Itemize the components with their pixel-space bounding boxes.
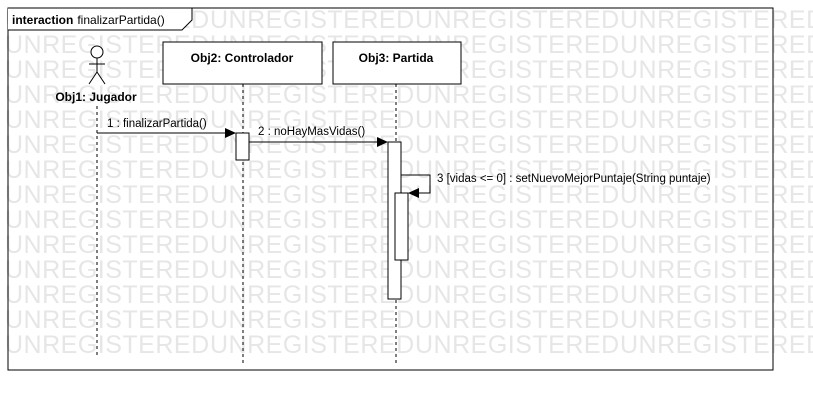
watermark-text: UNREGISTERED — [5, 181, 210, 209]
watermark-text: UNREGISTERED — [5, 106, 210, 134]
watermark-text: UNREGISTERED — [415, 81, 620, 109]
watermark-text: UNREGISTERED — [5, 131, 210, 159]
watermark-text: UNREGISTERED — [620, 181, 813, 209]
watermark-text: UNREGISTERED — [5, 306, 210, 334]
frame-tab — [8, 7, 193, 31]
message-1[interactable]: 1 : finalizarPartida() — [97, 118, 236, 138]
object-partida-label: Obj3: Partida — [359, 51, 434, 65]
object-controlador-label: Obj2: Controlador — [191, 51, 294, 65]
watermark-text: UNREGISTERED — [620, 31, 813, 59]
watermark-text: UNREGISTERED — [415, 231, 620, 259]
watermark-text: UNREGISTERED — [5, 281, 210, 309]
watermark-text: UNREGISTERED — [210, 181, 415, 209]
watermark-text: UNREGISTERED — [210, 6, 415, 34]
watermark-text: UNREGISTERED — [210, 156, 415, 184]
watermark-text: UNREGISTERED — [620, 81, 813, 109]
object-partida[interactable] — [332, 41, 462, 85]
watermark-text: UNREGISTERED — [620, 131, 813, 159]
watermark-text: UNREGISTERED — [415, 306, 620, 334]
watermark-text: UNREGISTERED — [415, 281, 620, 309]
watermark-text: UNREGISTERED — [620, 6, 813, 34]
watermark-text: UNREGISTERED — [5, 331, 210, 359]
actor-jugador[interactable]: Obj1: Jugador — [55, 45, 137, 104]
message-2[interactable]: 2 : noHayMasVidas() — [249, 126, 388, 147]
message-3-label: 3 [vidas <= 0] : setNuevoMejorPuntaje(St… — [437, 173, 711, 185]
actor-left-leg — [88, 71, 98, 85]
activation-partida-nested — [394, 192, 409, 261]
watermark-text: UNREGISTERED — [210, 281, 415, 309]
watermark-text: UNREGISTERED — [210, 256, 415, 284]
watermark-text: UNREGISTERED — [210, 206, 415, 234]
watermark-text: UNREGISTERED — [620, 206, 813, 234]
message-1-arrowhead — [225, 128, 236, 138]
watermark-text: UNREGISTERED — [620, 231, 813, 259]
watermark-text: UNREGISTERED — [415, 156, 620, 184]
watermark-text: UNREGISTERED — [415, 106, 620, 134]
watermark-text: UNREGISTERED — [210, 306, 415, 334]
watermark-text: UNREGISTERED — [5, 81, 210, 109]
watermark-text: UNREGISTERED — [415, 131, 620, 159]
watermark-text: UNREGISTERED — [5, 156, 210, 184]
actor-label: Obj1: Jugador — [55, 90, 137, 104]
activation-controlador — [235, 132, 250, 161]
watermark-text: UNREGISTERED — [415, 256, 620, 284]
watermark-text: UNREGISTERED — [210, 231, 415, 259]
message-3-line — [401, 174, 431, 194]
watermark-text: UNREGISTERED — [415, 331, 620, 359]
watermark-text: UNREGISTERED — [620, 256, 813, 284]
actor-head — [90, 45, 104, 59]
watermark-text: UNREGISTERED — [415, 6, 620, 34]
message-1-label: 1 : finalizarPartida() — [107, 118, 207, 130]
watermark-text: UNREGISTERED — [5, 256, 210, 284]
message-2-label: 2 : noHayMasVidas() — [258, 126, 365, 138]
watermark-text: UNREGISTERED — [5, 231, 210, 259]
message-2-arrowhead — [377, 137, 388, 147]
interaction-frame — [7, 7, 774, 371]
watermark-text: UNREGISTERED — [415, 206, 620, 234]
watermark-text: UNREGISTERED — [5, 206, 210, 234]
message-3[interactable]: 3 [vidas <= 0] : setNuevoMejorPuntaje(St… — [401, 173, 711, 198]
message-3-arrowhead — [408, 188, 419, 198]
watermark-text: UNREGISTERED — [620, 156, 813, 184]
watermark-text: UNREGISTERED — [620, 56, 813, 84]
watermark-text: UNREGISTERED — [620, 306, 813, 334]
watermark-text: UNREGISTERED — [210, 106, 415, 134]
actor-right-leg — [96, 71, 106, 85]
watermark-text: UNREGISTERED — [210, 81, 415, 109]
watermark-text: UNREGISTERED — [415, 181, 620, 209]
watermark-text: UNREGISTERED — [620, 281, 813, 309]
watermark-text: UNREGISTERED — [210, 331, 415, 359]
watermark-text: UNREGISTERED — [620, 106, 813, 134]
watermark-text: UNREGISTERED — [620, 331, 813, 359]
